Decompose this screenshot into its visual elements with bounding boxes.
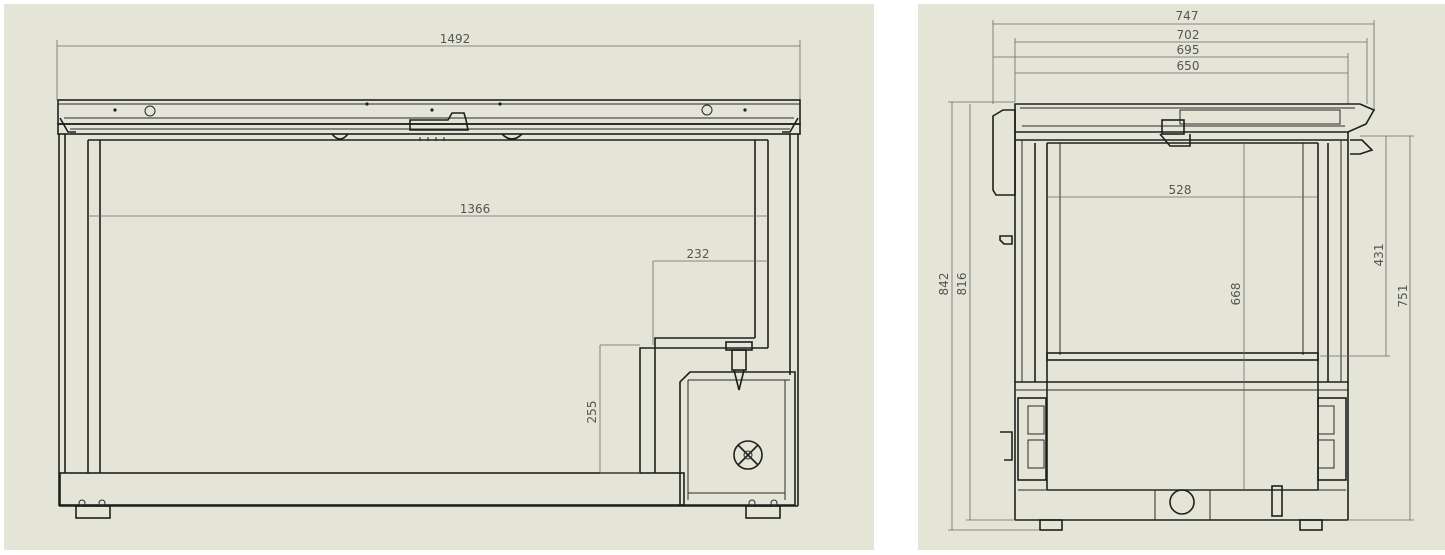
fan-icon — [733, 440, 763, 470]
dim-compressor-height: 255 — [585, 344, 640, 474]
side-view-dimensions-top: 747 702 695 650 — [992, 9, 1375, 110]
dim-label-528: 528 — [1169, 183, 1192, 197]
front-view-drawing: 1492 — [56, 32, 801, 519]
dim-label-695: 695 — [1177, 43, 1200, 57]
dim-inner-width: 1366 — [88, 202, 768, 217]
dim-label-842: 842 — [937, 273, 951, 296]
lid — [57, 99, 801, 141]
dim-label-232: 232 — [687, 247, 710, 261]
dim-label-747: 747 — [1176, 9, 1199, 23]
dim-label-816: 816 — [955, 273, 969, 296]
dim-label-702: 702 — [1177, 28, 1200, 42]
dim-compressor-width: 232 — [652, 247, 768, 345]
front-view-panel — [4, 4, 874, 550]
cabinet — [58, 134, 799, 519]
side-view-dimensions: 528 668 842 816 431 751 — [937, 101, 1414, 531]
side-view-body — [992, 103, 1376, 531]
dim-label-1492: 1492 — [440, 32, 471, 46]
dim-label-431: 431 — [1372, 244, 1386, 267]
dim-label-668: 668 — [1229, 283, 1243, 306]
dim-label-1366: 1366 — [460, 202, 491, 216]
dim-label-255: 255 — [585, 401, 599, 424]
side-view-panel — [918, 4, 1445, 550]
dim-overall-width: 1492 — [56, 32, 801, 100]
dim-label-650: 650 — [1177, 59, 1200, 73]
dim-label-751: 751 — [1396, 285, 1410, 308]
